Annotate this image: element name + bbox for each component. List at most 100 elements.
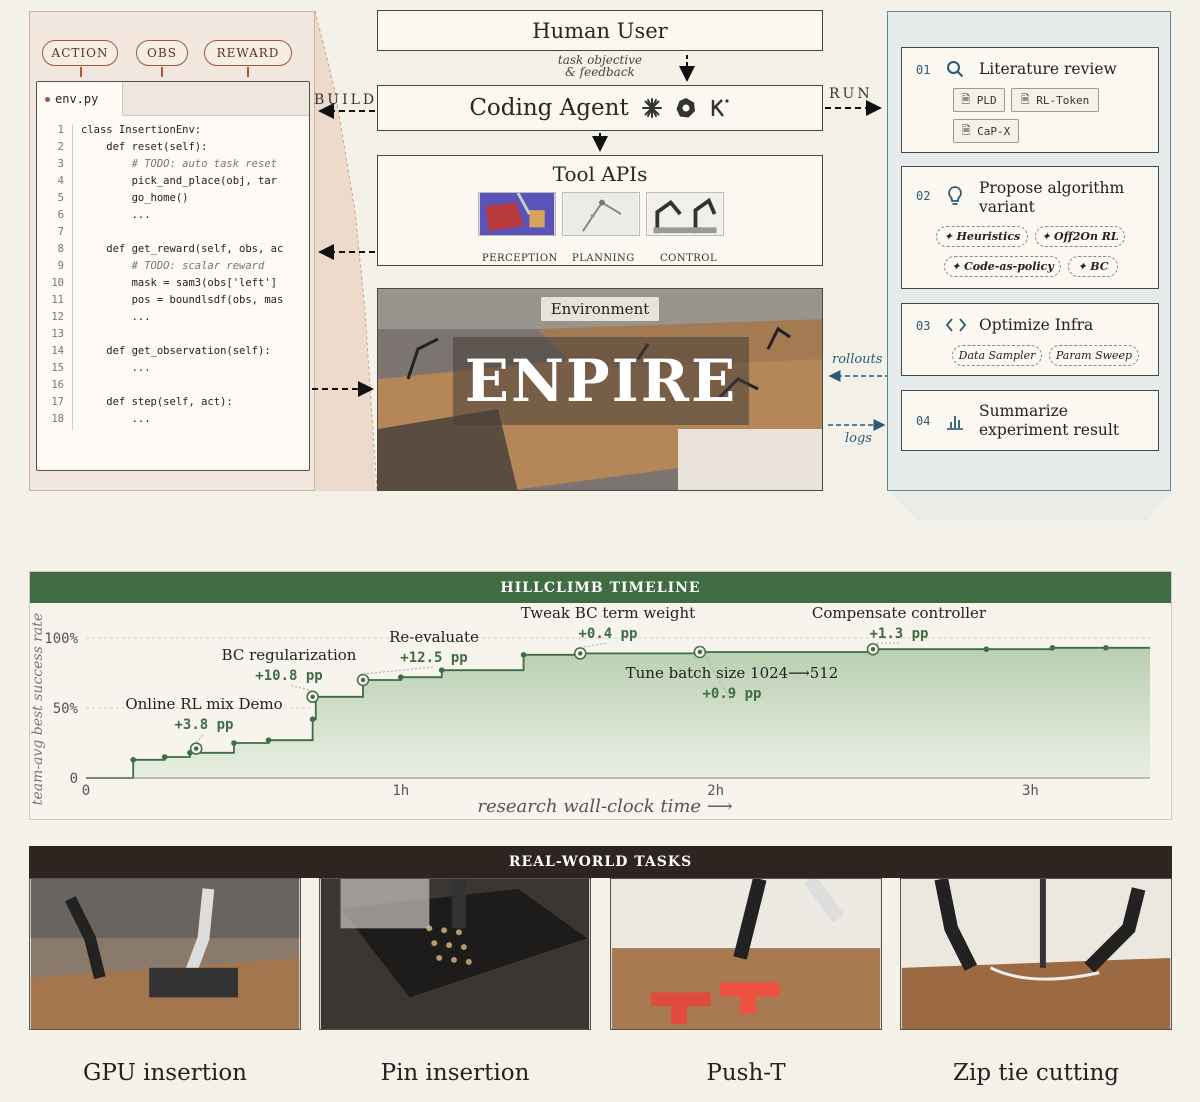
chip-off2on-rl[interactable]: ✦ Off2On RL (1035, 226, 1125, 247)
x-axis-label: research wall-clock time ⟶ (477, 796, 732, 817)
code-line: 13 (51, 328, 307, 345)
milestone-dot (578, 651, 583, 656)
chip-label: BC (1090, 260, 1109, 273)
step-literature-review: 01 Literature review 🗎 PLD 🗎 RL-Token 🗎 … (901, 47, 1159, 153)
step-marker (161, 754, 168, 760)
paper-tag-cap-x[interactable]: 🗎 CaP-X (953, 119, 1019, 143)
timeline-title: HILLCLIMB TIMELINE (30, 572, 1171, 603)
milestone-delta: +0.9 pp (702, 686, 761, 702)
chip-code-as-policy[interactable]: ✦ Code-as-policy (944, 256, 1061, 277)
feedback-text: & feedback (565, 65, 635, 79)
file-tab[interactable]: env.py (37, 82, 123, 116)
step-marker (231, 740, 237, 746)
line-number: 6 (51, 209, 73, 226)
step-number: 01 (916, 63, 931, 77)
line-number: 15 (51, 362, 73, 379)
chip-param-sweep[interactable]: Param Sweep (1049, 345, 1139, 366)
reward-pill: REWARD (204, 40, 292, 66)
line-number: 9 (51, 260, 73, 277)
step-marker (438, 667, 445, 673)
code-line: 12 ... (51, 311, 307, 328)
chip-data-sampler[interactable]: Data Sampler (952, 345, 1042, 366)
action-pill: ACTION (42, 40, 118, 66)
code-line: 5 go_home() (51, 192, 307, 209)
chip-label: Off2On RL (1054, 230, 1119, 243)
sparkle-icon: ✦ (943, 230, 957, 243)
line-number: 3 (51, 158, 73, 175)
code-line: 10 mask = sam3(obs['left'] (51, 277, 307, 294)
step-marker (309, 716, 316, 722)
obs-pill: OBS (136, 40, 188, 66)
step-title: Literature review (979, 60, 1117, 78)
milestone-leader (580, 642, 609, 648)
code-text: def step(self, act): (81, 396, 233, 408)
gpu-insertion-photo (29, 878, 301, 1030)
milestone-delta: +0.4 pp (578, 626, 637, 642)
code-text: go_home() (81, 192, 189, 204)
milestone-leader (699, 645, 733, 704)
tool-apis-title: Tool APIs (552, 162, 648, 186)
code-text: ... (81, 209, 151, 221)
file-tab-label: env.py (55, 92, 99, 106)
code-line: 14 def get_observation(self): (51, 345, 307, 362)
x-tick-label: 3h (1022, 783, 1039, 799)
code-text: def get_observation(self): (81, 345, 271, 357)
sparkle-icon: ✦ (1077, 260, 1091, 273)
step-marker (130, 757, 137, 763)
x-tick-label: 0 (82, 783, 90, 799)
milestone-dot (360, 677, 366, 683)
y-axis-label: team-avg best success rate (30, 613, 46, 805)
control-caption: CONTROL (660, 253, 718, 264)
chip-bc[interactable]: ✦ BC (1068, 256, 1118, 277)
step-title: Propose algorithm variant (979, 179, 1125, 216)
task-feedback-label: task objective & feedback (530, 54, 670, 78)
code-line: 11 pos = boundlsdf(obs, mas (51, 294, 307, 311)
document-icon: 🗎 (1020, 92, 1037, 106)
code-text: def reset(self): (81, 141, 208, 153)
paper-tag-pld[interactable]: 🗎 PLD (953, 88, 1005, 112)
document-icon: 🗎 (961, 123, 978, 137)
milestone-label: Tweak BC term weight (521, 604, 695, 622)
human-user-label: Human User (532, 18, 668, 43)
code-text: # TODO: scalar reward (81, 260, 265, 272)
action-arrow (80, 67, 82, 77)
step-marker (397, 674, 404, 680)
obs-arrow (161, 67, 163, 77)
chip-heuristics[interactable]: ✦ Heuristics (936, 226, 1028, 247)
perception-image (478, 192, 556, 236)
line-number: 12 (51, 311, 73, 328)
step-title: Summarize experiment result (979, 402, 1120, 439)
milestone-dot (310, 694, 315, 699)
kimi-logo-icon (711, 99, 729, 117)
step-marker (1103, 645, 1109, 651)
sparkle-icon: ✦ (951, 260, 964, 273)
step-marker (265, 737, 272, 743)
code-line: 6 ... (51, 209, 307, 226)
step-marker (520, 652, 527, 658)
rollouts-label: rollouts (832, 352, 883, 367)
milestone-delta: +10.8 pp (255, 668, 322, 684)
code-text: def get_reward(self, obs, ac (81, 243, 284, 255)
code-line: 9 # TODO: scalar reward (51, 260, 307, 277)
step-marker (983, 646, 990, 652)
line-number: 13 (51, 328, 73, 345)
code-panel-wedge (315, 11, 378, 491)
code-line: 4 pick_and_place(obj, tar (51, 175, 307, 192)
line-number: 1 (51, 124, 73, 141)
y-tick-label: 0 (70, 771, 78, 787)
line-number: 16 (51, 379, 73, 396)
planning-caption: PLANNING (572, 253, 635, 264)
code-text: pick_and_place(obj, tar (81, 175, 277, 187)
paper-tag-rl-token[interactable]: 🗎 RL-Token (1011, 88, 1099, 112)
code-line: 2 def reset(self): (51, 141, 307, 158)
code-text: # TODO: auto task reset (81, 158, 277, 170)
code-text: ... (81, 413, 151, 425)
code-line: 8 def get_reward(self, obs, ac (51, 243, 307, 260)
search-icon (947, 61, 964, 78)
step-number: 02 (916, 189, 931, 203)
step-propose-variant: 02 Propose algorithm variant ✦ Heuristic… (901, 166, 1159, 289)
line-number: 11 (51, 294, 73, 311)
